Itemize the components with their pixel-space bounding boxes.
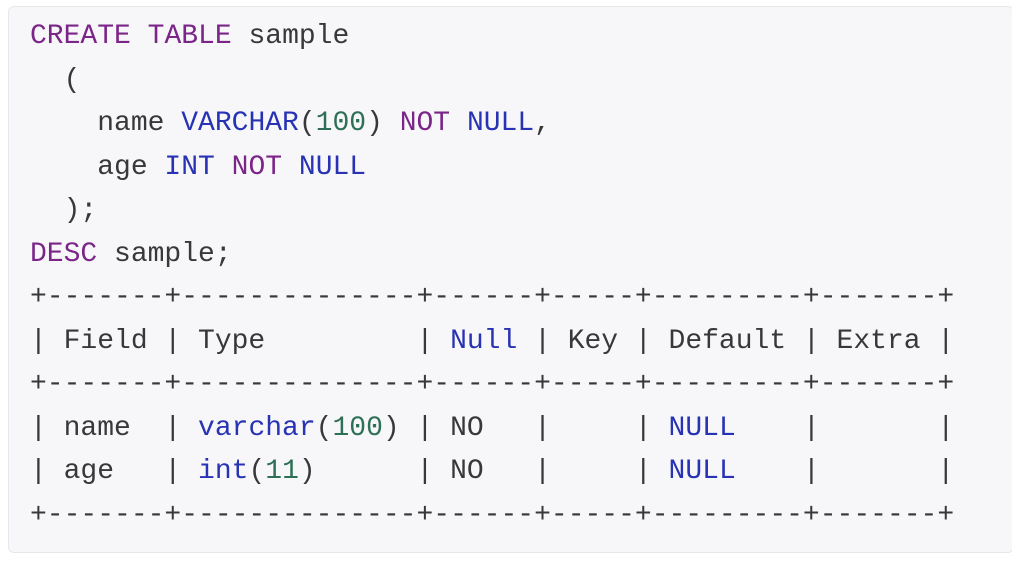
code-line: | age | int(11) | NO | | NULL | | xyxy=(30,450,993,494)
code-token-plain: ( xyxy=(30,64,81,96)
code-panel: CREATE TABLE sample ( name VARCHAR(100) … xyxy=(8,6,1012,553)
code-token-plain xyxy=(282,152,299,183)
code-token-plain: | | xyxy=(735,456,955,487)
code-token-plain: ); xyxy=(30,195,98,226)
code-token-plain: , xyxy=(534,108,551,139)
code-token-plain: ) | NO | | xyxy=(298,456,669,487)
code-token-type: int xyxy=(198,456,249,487)
code-token-type: NULL xyxy=(466,108,535,139)
code-token-number: 100 xyxy=(315,108,367,139)
code-token-type: Null xyxy=(450,325,518,357)
code-line: | Field | Type | Null | Key | Default | … xyxy=(30,320,993,364)
code-token-plain xyxy=(450,108,467,139)
code-line: CREATE TABLE sample xyxy=(30,15,993,59)
code-line: +-------+--------------+------+-----+---… xyxy=(30,494,993,538)
code-token-type: NULL xyxy=(298,151,367,183)
code-token-type: varchar xyxy=(198,412,316,444)
code-token-plain xyxy=(215,152,232,183)
code-token-plain: ( xyxy=(315,412,333,444)
code-token-plain: ( xyxy=(298,108,316,139)
code-token-keyword: CREATE xyxy=(30,21,131,52)
code-line: ( xyxy=(30,59,993,103)
code-token-type: NULL xyxy=(668,456,736,487)
code-token-plain: | age | xyxy=(30,456,199,487)
code-token-plain: +-------+--------------+------+-----+---… xyxy=(30,499,955,531)
code-token-keyword: NOT xyxy=(231,151,283,183)
code-token-plain: ) xyxy=(366,108,400,139)
code-token-plain: ) | NO | | xyxy=(382,412,669,444)
code-line: ); xyxy=(30,189,993,233)
code-line: +-------+--------------+------+-----+---… xyxy=(30,363,993,407)
code-line: name VARCHAR(100) NOT NULL, xyxy=(30,102,993,146)
code-token-keyword: NOT xyxy=(399,108,451,139)
code-token-plain: age xyxy=(30,151,165,183)
code-token-type: INT xyxy=(164,151,215,183)
code-token-plain xyxy=(131,21,148,52)
code-token-number: 100 xyxy=(332,412,383,444)
code-token-plain: | name | xyxy=(30,412,199,444)
code-token-type: NULL xyxy=(668,412,736,444)
code-block: CREATE TABLE sample ( name VARCHAR(100) … xyxy=(30,15,993,537)
code-token-plain: | Field | Type | xyxy=(30,325,451,357)
code-token-number: 11 xyxy=(265,456,299,487)
code-token-plain: +-------+--------------+------+-----+---… xyxy=(30,369,955,400)
code-line: age INT NOT NULL xyxy=(30,146,993,190)
code-token-keyword: DESC xyxy=(30,238,98,270)
code-token-plain: +-------+--------------+------+-----+---… xyxy=(30,282,955,313)
code-token-plain: | Key | Default | Extra | xyxy=(517,325,955,357)
code-line: +-------+--------------+------+-----+---… xyxy=(30,276,993,320)
code-token-plain: | | xyxy=(735,412,955,444)
code-token-keyword: TABLE xyxy=(147,21,232,52)
code-line: | name | varchar(100) | NO | | NULL | | xyxy=(30,407,993,451)
code-line: DESC sample; xyxy=(30,233,993,277)
code-token-type: VARCHAR xyxy=(181,108,299,139)
code-token-plain: name xyxy=(30,108,182,139)
code-token-plain: ( xyxy=(248,456,266,487)
code-token-plain: sample xyxy=(231,21,350,52)
code-token-plain: sample; xyxy=(97,238,232,270)
